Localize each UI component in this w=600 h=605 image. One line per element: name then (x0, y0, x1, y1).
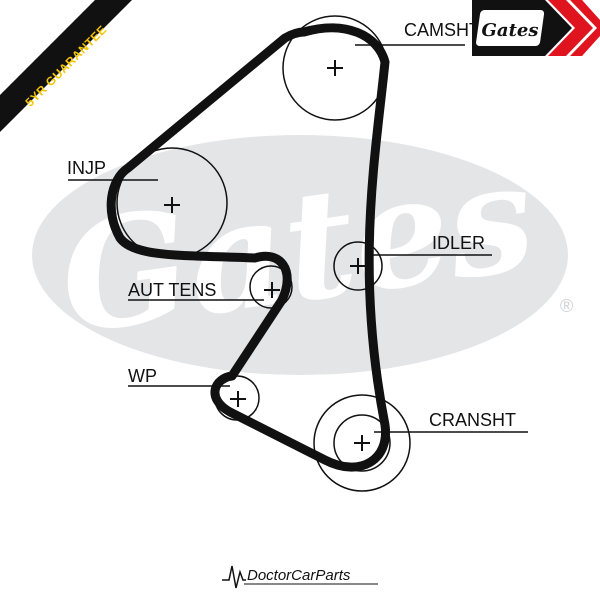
logo-red-chevron-2 (570, 0, 600, 56)
idler-label: IDLER (432, 233, 485, 253)
auto-tensioner-pulley (249, 265, 293, 309)
crankshaft-pulley (313, 394, 411, 492)
leader-lines (68, 44, 528, 433)
camshaft-pulley (282, 15, 388, 121)
injection-pump-label: INJP (67, 158, 106, 178)
center-cross-icon (350, 258, 366, 274)
registered-mark: ® (560, 296, 573, 316)
auto-tensioner-label: AUT TENS (128, 280, 216, 300)
center-cross-icon (327, 60, 343, 76)
footer-brand: DoctorCarParts (222, 565, 378, 589)
injection-pump-pulley (116, 147, 228, 259)
gates-watermark: Gates ® (32, 128, 573, 375)
footer-text: DoctorCarParts (247, 567, 351, 584)
center-cross-icon (264, 282, 280, 298)
crankshaft-label: CRANSHT (429, 410, 516, 430)
logo-text: Gates (482, 20, 539, 41)
center-cross-icon (354, 435, 370, 451)
camshaft-label: CAMSHT (404, 20, 480, 40)
gates-logo: Gates (472, 0, 600, 56)
water-pump-pulley (214, 375, 260, 421)
heartbeat-icon (222, 565, 246, 589)
center-cross-icon (164, 197, 180, 213)
guarantee-badge: 5YR GUARANTEE (0, 0, 132, 132)
idler-pulley (333, 241, 383, 291)
watermark-ellipse (32, 135, 568, 375)
badge-band (0, 0, 132, 132)
timing-belt (106, 23, 391, 472)
water-pump-label: WP (128, 366, 157, 386)
center-cross-icon (230, 391, 246, 407)
logo-red-chevron (548, 0, 593, 56)
